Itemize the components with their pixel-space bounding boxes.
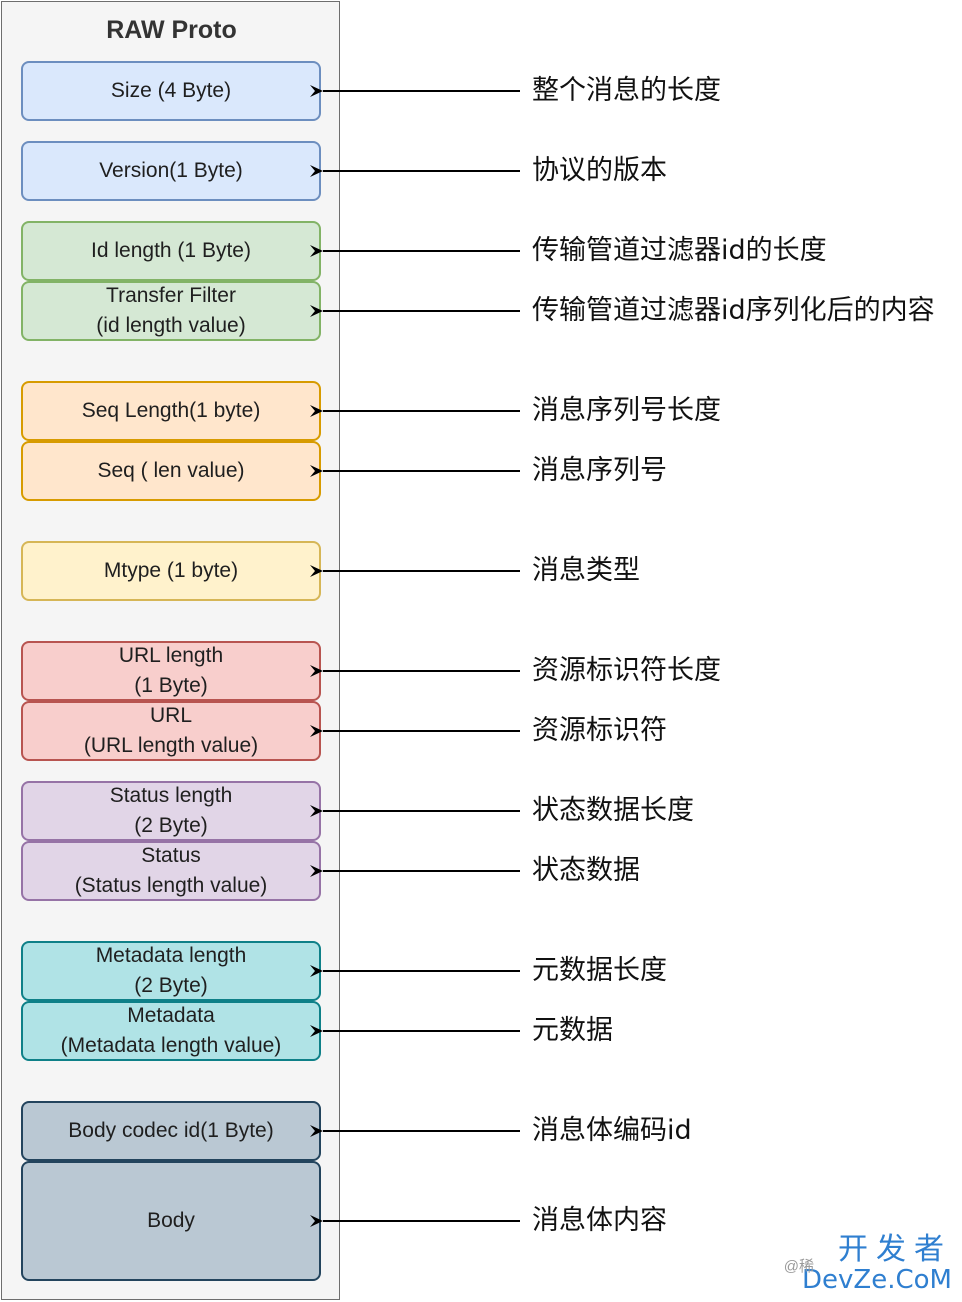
field-description-10: 状态数据长度 (532, 795, 694, 826)
field-description-3: 传输管道过滤器id的长度 (532, 235, 827, 266)
field-box-text: Seq ( len value) (97, 459, 245, 482)
field-box-12: Metadata length (2 Byte) (21, 941, 321, 1001)
field-box-text: Metadata (127, 1004, 215, 1027)
field-box-text: Size (4 Byte) (110, 79, 232, 102)
field-box-11: Status (Status length value) (21, 841, 321, 901)
field-box-text: Status length (109, 784, 233, 807)
field-box-text: Seq Length(1 byte) (81, 399, 261, 422)
field-box-14: Body codec id(1 Byte) (21, 1101, 321, 1161)
field-box-text: Transfer Filter (106, 284, 236, 307)
panel-title: RAW Proto (106, 16, 237, 44)
field-box-text: Version(1 Byte) (99, 159, 243, 182)
field-description-15: 消息体内容 (532, 1205, 667, 1236)
field-box-text: (URL length value) (83, 734, 259, 757)
field-box-8: URL length (1 Byte) (21, 641, 321, 701)
field-description-11: 状态数据 (532, 855, 640, 886)
field-box-text: (2 Byte) (134, 814, 208, 837)
field-box-13: Metadata (Metadata length value) (21, 1001, 321, 1061)
field-box-2: Version(1 Byte) (21, 141, 321, 201)
field-box-7: Mtype (1 byte) (21, 541, 321, 601)
watermark-cn: 开发者 (838, 1232, 952, 1267)
field-box-text: (Status length value) (74, 874, 268, 897)
field-box-1: Size (4 Byte) (21, 61, 321, 121)
field-description-2: 协议的版本 (532, 155, 667, 186)
field-box-15: Body (21, 1161, 321, 1281)
field-description-12: 元数据长度 (532, 955, 667, 986)
field-box-6: Seq ( len value) (21, 441, 321, 501)
field-description-14: 消息体编码id (532, 1115, 692, 1146)
watermark-prefix: @稀 (783, 1258, 814, 1275)
watermark-en: DevZe.CoM (802, 1265, 952, 1295)
field-box-text: (id length value) (96, 314, 246, 337)
field-box-text: Status (141, 844, 201, 867)
field-box-text: Id length (1 Byte) (91, 239, 251, 262)
field-description-13: 元数据 (532, 1015, 613, 1046)
field-description-7: 消息类型 (532, 555, 640, 586)
field-box-text: URL (149, 704, 192, 727)
field-description-6: 消息序列号 (532, 455, 667, 486)
field-description-5: 消息序列号长度 (532, 395, 721, 426)
field-description-8: 资源标识符长度 (532, 655, 721, 686)
field-box-text: (2 Byte) (134, 974, 208, 997)
field-box-text: Body (147, 1209, 195, 1232)
field-box-text: (1 Byte) (134, 674, 208, 697)
field-box-10: Status length (2 Byte) (21, 781, 321, 841)
field-box-5: Seq Length(1 byte) (21, 381, 321, 441)
field-description-4: 传输管道过滤器id序列化后的内容 (532, 295, 935, 326)
field-description-9: 资源标识符 (532, 715, 667, 746)
field-description-1: 整个消息的长度 (532, 75, 721, 106)
field-box-9: URL (URL length value) (21, 701, 321, 761)
field-box-text: (Metadata length value) (60, 1034, 282, 1057)
field-box-text: Mtype (1 byte) (103, 559, 239, 582)
field-box-4: Transfer Filter (id length value) (21, 281, 321, 341)
watermark: 开发者 DevZe.CoM (802, 1232, 952, 1295)
field-box-text: Body codec id(1 Byte) (68, 1119, 274, 1142)
field-box-text: URL length (118, 644, 224, 667)
field-box-text: Metadata length (95, 944, 247, 967)
